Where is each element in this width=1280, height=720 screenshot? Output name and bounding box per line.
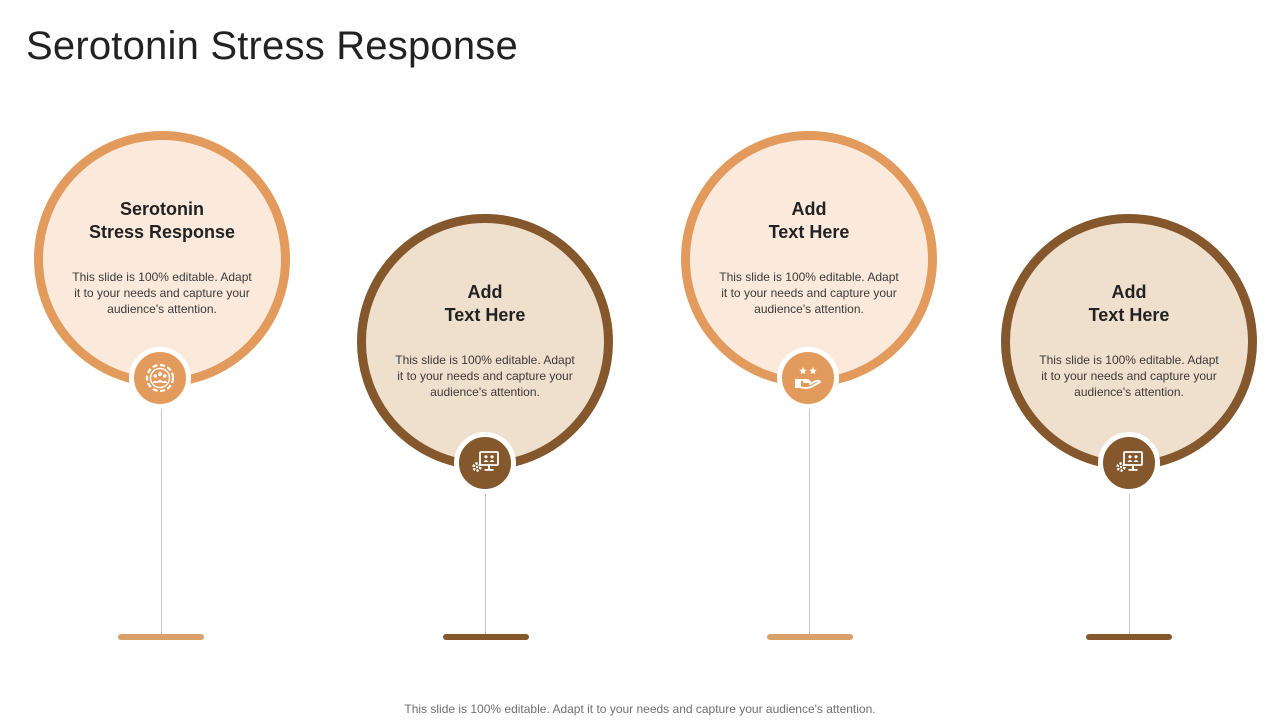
card-stem [485, 492, 486, 636]
slide-title: Serotonin Stress Response [26, 24, 518, 68]
team-gear-icon [145, 363, 175, 393]
card-base [118, 634, 204, 640]
card-stem [161, 408, 162, 636]
card-stem [809, 408, 810, 636]
card-heading: Add Text Here [1088, 282, 1170, 325]
card-badge[interactable] [777, 347, 839, 409]
card-body: This slide is 100% editable. Adapt it to… [395, 353, 575, 399]
card-heading: Add Text Here [444, 282, 526, 325]
card-body: This slide is 100% editable. Adapt it to… [72, 270, 252, 316]
card-circle-2[interactable]: Add Text Here This slide is 100% editabl… [357, 214, 613, 470]
card-badge[interactable] [129, 347, 191, 409]
card-circle-3[interactable]: Add Text Here This slide is 100% editabl… [681, 131, 937, 387]
hand-stars-icon [795, 367, 821, 389]
slide-footer-note: This slide is 100% editable. Adapt it to… [404, 702, 876, 716]
card-heading: Add Text Here [768, 199, 850, 242]
card-badge[interactable] [454, 432, 516, 494]
card-heading: Serotonin Stress Response [88, 199, 236, 242]
monitor-gear-icon [1116, 451, 1143, 472]
card-circle-4[interactable]: Add Text Here This slide is 100% editabl… [1001, 214, 1257, 470]
card-stem [1129, 492, 1130, 636]
card-circle-1[interactable]: Serotonin Stress Response This slide is … [34, 131, 290, 387]
card-badge[interactable] [1098, 432, 1160, 494]
card-body: This slide is 100% editable. Adapt it to… [719, 270, 899, 316]
card-base [767, 634, 853, 640]
monitor-gear-icon [472, 451, 499, 472]
card-base [443, 634, 529, 640]
card-base [1086, 634, 1172, 640]
card-body: This slide is 100% editable. Adapt it to… [1039, 353, 1219, 399]
